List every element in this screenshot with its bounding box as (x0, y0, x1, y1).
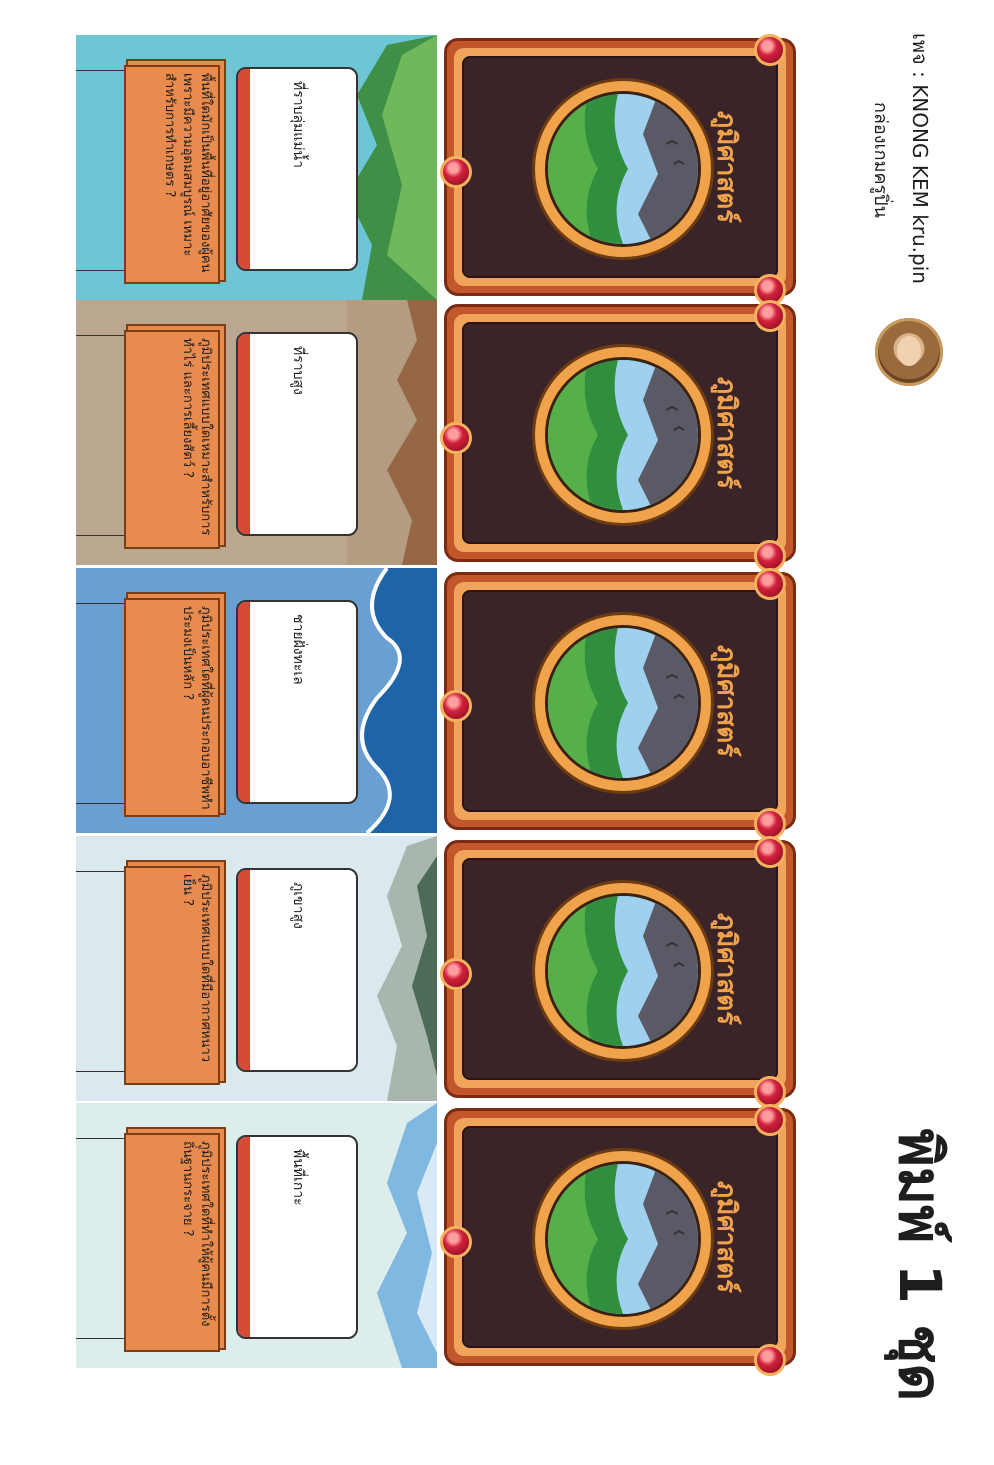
card-back: ภูมิศาสตร์ (440, 568, 796, 840)
gem-icon (754, 300, 786, 332)
card-title: ภูมิศาสตร์ (711, 376, 741, 490)
hanging-string (76, 270, 130, 271)
landscape-icon (545, 1161, 701, 1317)
hanging-string (76, 1071, 130, 1072)
hanging-string (76, 871, 130, 872)
question-text: ภูมิประเทศใดที่ผู้คนประกอบอาชีพทำประมงเป… (180, 606, 213, 810)
card-title: ภูมิศาสตร์ (711, 1180, 741, 1294)
question-card: ภูมิประเทศใดที่ผู้คนประกอบอาชีพทำประมงเป… (124, 598, 220, 817)
ice-scenery (347, 1103, 437, 1368)
question-card: พื้นที่ใดมักเป็นพื้นที่อยู่อาศัยของผู้คน… (124, 65, 220, 284)
card-back: ภูมิศาสตร์ (440, 1104, 796, 1376)
question-panel: ภูมิประเทศใดที่ผู้คนประกอบอาชีพทำประมงเป… (76, 568, 437, 833)
question-card: ภูมิประเทศแบบใดเหมาะสำหรับการทำไร่ และกา… (124, 330, 220, 549)
hanging-string (76, 1338, 130, 1339)
window-bar (238, 870, 250, 1070)
gem-icon (754, 836, 786, 868)
mountain-scenery (347, 35, 437, 300)
gem-icon (754, 34, 786, 66)
landscape-emblem (532, 1148, 714, 1330)
hanging-string (76, 335, 130, 336)
answer-text: พื้นที่เกาะ (290, 1149, 306, 1206)
landscape-icon (545, 91, 701, 247)
brand-name: กล่องเกมครูปิ่น (870, 102, 891, 218)
gem-icon (440, 422, 472, 454)
answer-card: ที่ราบลุ่มแม่น้ำ (236, 67, 358, 271)
gem-icon (440, 690, 472, 722)
question-text: พื้นที่ใดมักเป็นพื้นที่อยู่อาศัยของผู้คน… (162, 73, 213, 273)
gem-icon (754, 540, 786, 572)
question-card: ภูมิประเทศแบบใดที่มีอากาศหนาวเย็น ? (124, 866, 220, 1085)
question-panel: ภูมิประเทศแบบใดที่มีอากาศหนาวเย็น ? ภูเขา… (76, 836, 437, 1101)
gem-icon (440, 156, 472, 188)
card-back: ภูมิศาสตร์ (440, 836, 796, 1108)
card-back: ภูมิศาสตร์ (440, 34, 796, 306)
hanging-string (76, 603, 130, 604)
card-back: ภูมิศาสตร์ (440, 300, 796, 572)
snow-scenery (347, 836, 437, 1101)
landscape-emblem (532, 78, 714, 260)
brand-logo (875, 318, 943, 386)
landscape-icon (545, 357, 701, 513)
card-title: ภูมิศาสตร์ (711, 110, 741, 224)
page-title: พิมพ์ 1 ชุด (886, 1128, 954, 1402)
question-text: ภูมิประเทศใดที่ทำให้ผู้คนมีการตั้งถิ่นฐา… (180, 1141, 213, 1327)
gem-icon (754, 1344, 786, 1376)
question-panel: พื้นที่ใดมักเป็นพื้นที่อยู่อาศัยของผู้คน… (76, 35, 437, 300)
gem-icon (440, 1226, 472, 1258)
page-credit: เพจ : KNONG KEM kru.pin (908, 33, 932, 284)
window-bar (238, 334, 250, 534)
window-bar (238, 1137, 250, 1337)
landscape-emblem (532, 880, 714, 1062)
answer-card: ภูเขาสูง (236, 868, 358, 1072)
window-bar (238, 602, 250, 802)
answer-card: ชายฝั่งทะเล (236, 600, 358, 804)
hanging-string (76, 70, 130, 71)
answer-text: ชายฝั่งทะเล (290, 614, 306, 685)
answer-card: ที่ราบสูง (236, 332, 358, 536)
question-panel: ภูมิประเทศแบบใดเหมาะสำหรับการทำไร่ และกา… (76, 300, 437, 565)
hanging-string (76, 535, 130, 536)
answer-text: ภูเขาสูง (290, 882, 306, 929)
question-panel: ภูมิประเทศใดที่ทำให้ผู้คนมีการตั้งถิ่นฐา… (76, 1103, 437, 1368)
hanging-string (76, 803, 130, 804)
gem-icon (754, 1104, 786, 1136)
gem-icon (754, 568, 786, 600)
gem-icon (754, 808, 786, 840)
sea-scenery (347, 568, 437, 833)
landscape-emblem (532, 344, 714, 526)
card-title: ภูมิศาสตร์ (711, 644, 741, 758)
gem-icon (440, 958, 472, 990)
answer-text: ที่ราบสูง (290, 346, 306, 395)
hanging-string (76, 1138, 130, 1139)
card-title: ภูมิศาสตร์ (711, 912, 741, 1026)
landscape-icon (545, 625, 701, 781)
answer-card: พื้นที่เกาะ (236, 1135, 358, 1339)
question-card: ภูมิประเทศใดที่ทำให้ผู้คนมีการตั้งถิ่นฐา… (124, 1133, 220, 1352)
question-text: ภูมิประเทศแบบใดที่มีอากาศหนาวเย็น ? (180, 874, 213, 1063)
question-text: ภูมิประเทศแบบใดเหมาะสำหรับการทำไร่ และกา… (180, 338, 213, 536)
window-bar (238, 69, 250, 269)
answer-text: ที่ราบลุ่มแม่น้ำ (290, 81, 306, 168)
landscape-icon (545, 893, 701, 1049)
desert-scenery (347, 300, 437, 565)
landscape-emblem (532, 612, 714, 794)
